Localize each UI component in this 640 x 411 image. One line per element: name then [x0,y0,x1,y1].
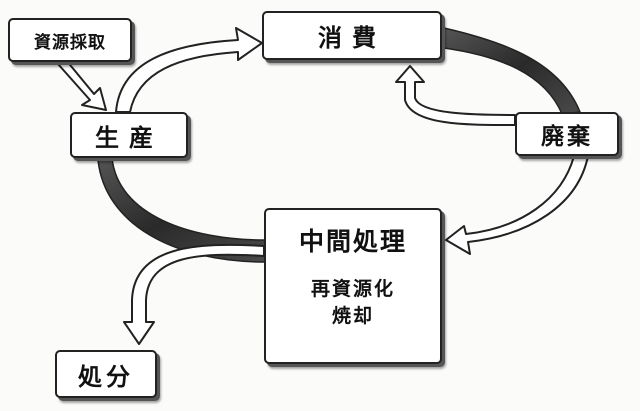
node-disposal-waste: 廃棄 [515,112,619,156]
node-produce-label: 生産 [95,123,163,152]
node-process-item-recycle: 再資源化 [310,278,395,300]
heavy-arrow-consume-to-waste [443,27,582,115]
node-resource-extraction: 資源採取 [8,18,132,62]
arrow-process-to-dispose [123,243,265,345]
arrow-waste-to-process [445,155,589,255]
node-final-disposal: 処分 [55,350,157,398]
node-intermediate-processing: 中間処理 再資源化 焼却 [264,208,442,364]
node-production: 生産 [70,112,188,158]
node-consume-label: 消費 [318,24,386,52]
node-resource-label: 資源採取 [34,32,106,53]
arrow-produce-to-consume [115,27,263,113]
node-consumption: 消費 [262,11,442,60]
node-process-title: 中間処理 [298,227,407,256]
node-waste-label: 廃棄 [541,124,593,150]
arrow-waste-to-consume [395,65,516,127]
arrow-resource-to-produce [57,59,107,111]
node-dispose-label: 処分 [78,362,134,391]
node-process-item-incineration: 焼却 [331,305,374,327]
